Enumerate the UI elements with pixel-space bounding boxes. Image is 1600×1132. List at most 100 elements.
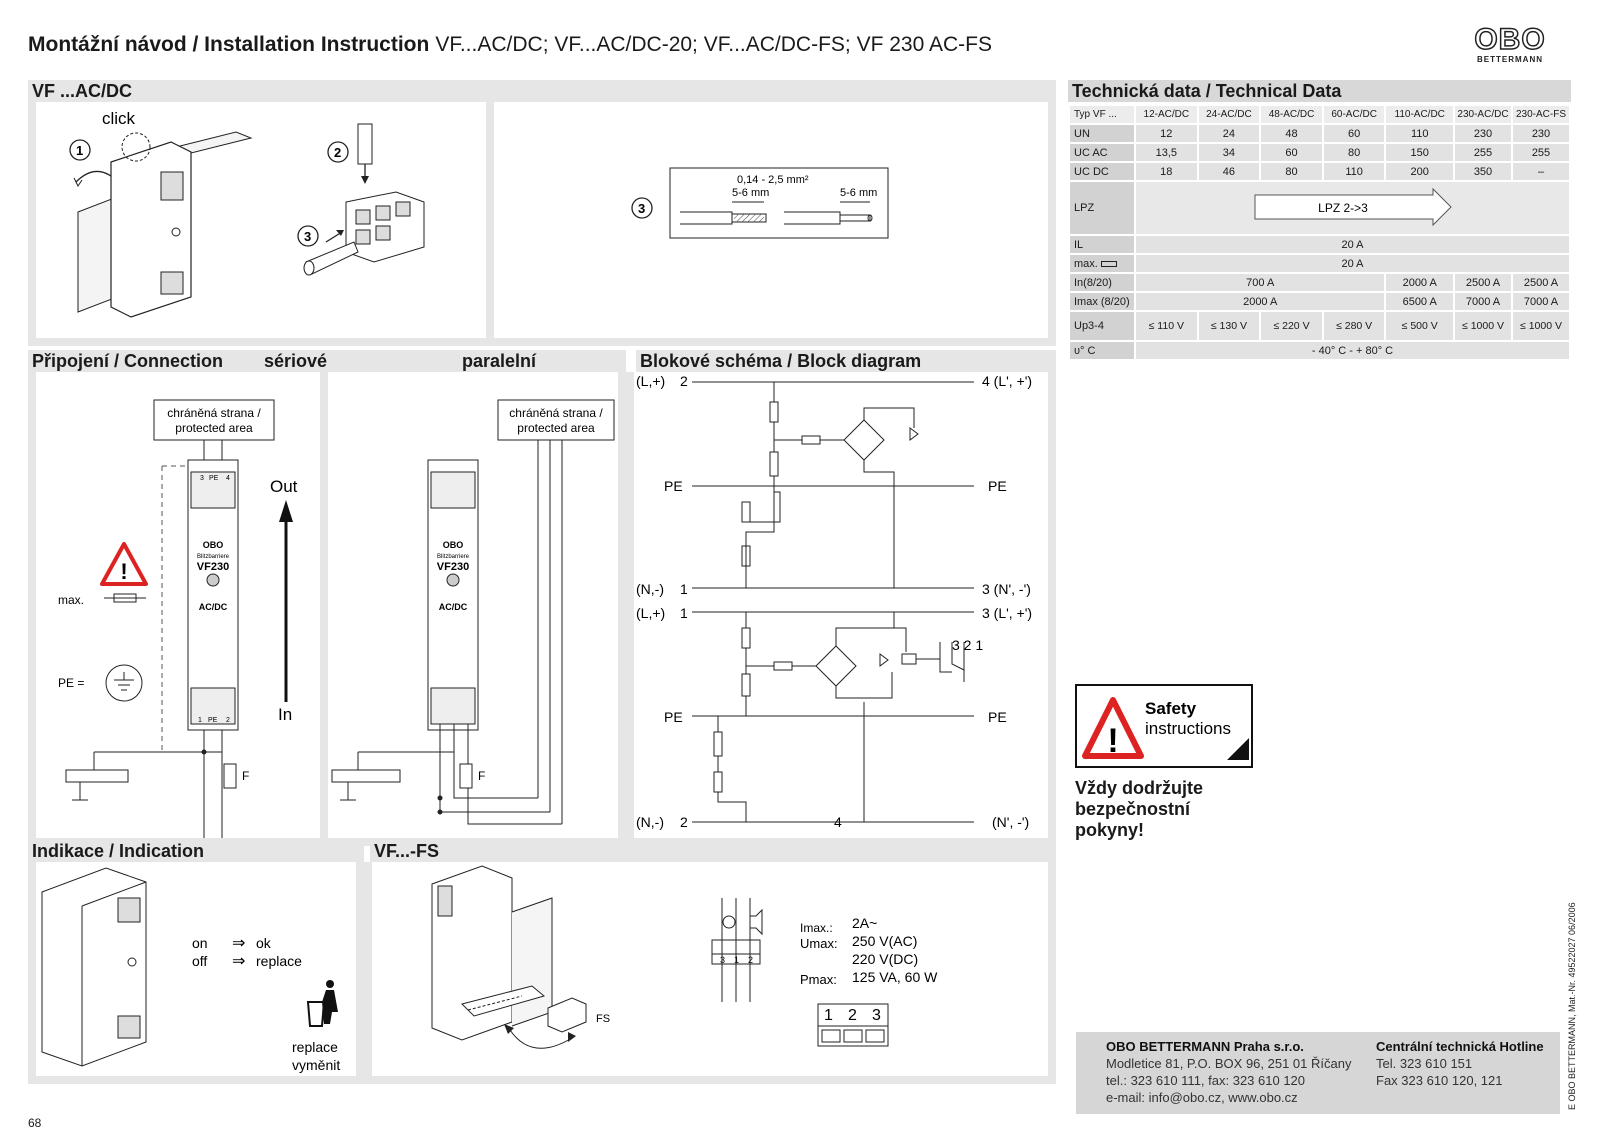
title-models: VF...AC/DC; VF...AC/DC-20; VF...AC/DC-FS… (435, 33, 992, 56)
table-cell: 80 (1261, 163, 1322, 180)
recycle-bin-icon (306, 980, 338, 1027)
parallel-connection-panel: chráněná strana / protected area OBO Bli… (328, 372, 626, 846)
table-row: UC AC 13,5 34 60 80 150 255 255 (1070, 144, 1569, 161)
table-cell: ≤ 1000 V (1513, 312, 1569, 340)
page-number: 68 (28, 1116, 42, 1130)
out-label: Out (270, 477, 298, 496)
max-fuse-label: max. (58, 593, 84, 607)
max-fuse-row-label: max. (1074, 257, 1098, 270)
table-cell: 2500 A (1513, 274, 1569, 291)
title-main: Montážní návod / Installation Instructio… (28, 33, 430, 56)
vffs-heading: VF...-FS (370, 840, 1056, 862)
block-diagram-drawing: (L,+) 2 4 (L', +') PE PE (N,-) 1 3 (N', … (636, 373, 1032, 830)
table-cell: 20 A (1136, 255, 1569, 272)
fs-term-3: 3 (872, 1007, 881, 1024)
table-row: IL 20 A (1070, 236, 1569, 253)
connection-title: Připojení / Connection (32, 351, 224, 371)
block-term-1: 1 (680, 581, 688, 597)
mounting-panel-left: click 1 2 3 (28, 102, 494, 346)
serial-connection-drawing: chráněná strana / protected area OBO Bli… (58, 399, 298, 838)
table-cell: LPZ (1070, 182, 1134, 234)
svg-text:!: ! (120, 559, 127, 584)
strip-length-left: 5-6 mm (732, 187, 769, 199)
table-cell: ≤ 220 V (1261, 312, 1322, 340)
table-cell: In(8/20) (1070, 274, 1134, 291)
step1-number: 1 (76, 143, 83, 158)
safety-note-line3: pokyny! (1075, 820, 1145, 840)
fs-term-1: 1 (824, 1007, 833, 1024)
parallel-connection-drawing: chráněná strana / protected area OBO Bli… (331, 399, 615, 825)
table-cell: 2500 A (1455, 274, 1511, 291)
table-cell: 255 (1513, 144, 1569, 161)
serial-protected-cz: chráněná strana / (167, 406, 261, 420)
table-row: In(8/20) 700 A 2000 A 2500 A 2500 A (1070, 274, 1569, 291)
fs-label: FS (596, 1013, 610, 1025)
table-cell: 230 (1455, 125, 1511, 142)
material-number: E OBO BETTERMANN, Mat.-Nr. 49522027 06/2… (1567, 902, 1577, 1110)
table-cell: 12 (1136, 125, 1197, 142)
lpz-cell: LPZ 2->3 (1136, 182, 1569, 234)
block-n-out-2: (N', -') (992, 814, 1029, 830)
block-pe-left-2: PE (664, 709, 683, 725)
hotline-title: Centrální technická Hotline (1376, 1039, 1544, 1054)
table-cell: ≤ 110 V (1136, 312, 1197, 340)
parallel-fuse-label: F (478, 769, 485, 783)
block-l-in-2: (L,+) (636, 605, 665, 621)
block-l-out: 4 (L', +') (982, 373, 1032, 389)
block-l-out-2: 3 (L', +') (982, 605, 1032, 621)
serial-protected-en: protected area (175, 421, 253, 435)
serial-term-bottom-2: PE (208, 717, 218, 724)
parallel-device-brand: OBO (443, 540, 464, 550)
table-row: Typ VF ... 12-AC/DC 24-AC/DC 48-AC/DC 60… (1070, 106, 1569, 123)
relay-term-c: 2 (748, 955, 753, 965)
replace-en: replace (292, 1039, 338, 1055)
vffs-drawing: FS 3 1 2 Imax.: 2A~ Umax: 250 V(AC) 220 … (431, 865, 938, 1049)
indication-off: off (192, 953, 207, 969)
table-cell: 34 (1198, 144, 1260, 161)
indication-panel: on off ⇒ ⇒ ok replace replace vyměnit (28, 862, 364, 1084)
table-cell: ≤ 130 V (1198, 312, 1260, 340)
table-cell: 20 A (1136, 236, 1569, 253)
block-n-out: 3 (N', -') (982, 581, 1031, 597)
pe-symbol-label: PE = (58, 676, 84, 690)
page-title: Montážní návod / Installation Instructio… (28, 33, 992, 57)
block-n-in-2: (N,-) (636, 814, 664, 830)
indication-arrow-replace: ⇒ (232, 953, 245, 970)
table-cell: 12-AC/DC (1136, 106, 1197, 123)
earth-symbol-icon (105, 664, 143, 702)
imax-label: Imax.: (800, 921, 833, 935)
horn-icon (749, 908, 763, 936)
tech-data-table: Typ VF ... 12-AC/DC 24-AC/DC 48-AC/DC 60… (1068, 104, 1571, 361)
table-cell: 24 (1198, 125, 1260, 142)
table-cell: 46 (1198, 163, 1260, 180)
block-diagram-panel: (L,+) 2 4 (L', +') PE PE (N,-) 1 3 (N', … (626, 372, 1056, 846)
table-cell: 110 (1323, 163, 1385, 180)
safety-note-line2: bezpečnostní (1075, 799, 1191, 819)
table-cell: 48-AC/DC (1261, 106, 1322, 123)
table-cell: 230-AC-FS (1513, 106, 1569, 123)
company-phone: tel.: 323 610 111, fax: 323 610 120 (1106, 1073, 1306, 1088)
table-cell: UC DC (1070, 163, 1134, 180)
safety-box-line1: Safety (1145, 699, 1197, 718)
serial-device-model: VF230 (197, 561, 229, 573)
table-cell: Typ VF ... (1070, 106, 1134, 123)
serial-term-bottom-1: 1 (198, 717, 202, 724)
section-vf-acdc-heading: VF ...AC/DC (28, 80, 1056, 102)
serial-term-top-3: 4 (226, 475, 230, 482)
relay-term-b: 1 (734, 955, 739, 965)
table-cell: ≤ 1000 V (1455, 312, 1511, 340)
imax-value: 2A~ (852, 915, 877, 931)
table-cell: 60-AC/DC (1323, 106, 1385, 123)
table-cell: 13,5 (1136, 144, 1197, 161)
serial-device-brand: OBO (203, 540, 224, 550)
company-email: e-mail: info@obo.cz, www.obo.cz (1106, 1090, 1298, 1105)
indication-on: on (192, 935, 208, 951)
table-cell: Up3-4 (1070, 312, 1134, 340)
table-cell: 7000 A (1513, 293, 1569, 310)
strip-length-right: 5-6 mm (840, 187, 877, 199)
table-cell: – (1513, 163, 1569, 180)
block-l-in: (L,+) (636, 373, 665, 389)
indication-heading: Indikace / Indication (28, 840, 364, 862)
umax-dc: 220 V(DC) (852, 951, 918, 967)
table-cell: 24-AC/DC (1198, 106, 1260, 123)
